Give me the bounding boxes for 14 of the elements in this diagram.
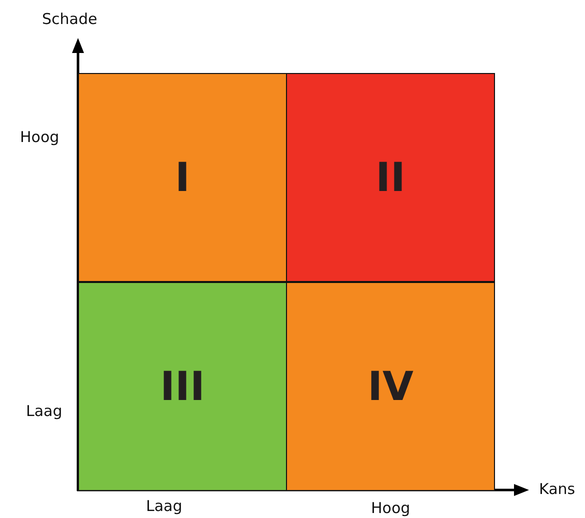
quadrant-numeral: II	[376, 154, 406, 200]
axis-tick-label: Hoog	[371, 499, 410, 517]
axis-title: Kans	[539, 480, 576, 498]
risk-quadrant	[78, 73, 287, 282]
risk-quadrant	[286, 282, 495, 491]
quadrant-numeral: IV	[368, 364, 414, 410]
quadrant-numeral: III	[160, 364, 205, 410]
risk-quadrant	[78, 282, 287, 491]
axis-tick-label: Laag	[26, 402, 62, 420]
axis-tick-label: Laag	[146, 497, 182, 515]
risk-quadrant	[286, 73, 495, 282]
axis-tick-label: Hoog	[20, 128, 60, 146]
quadrant-numeral: I	[175, 154, 190, 200]
axis-title: Schade	[42, 10, 98, 28]
